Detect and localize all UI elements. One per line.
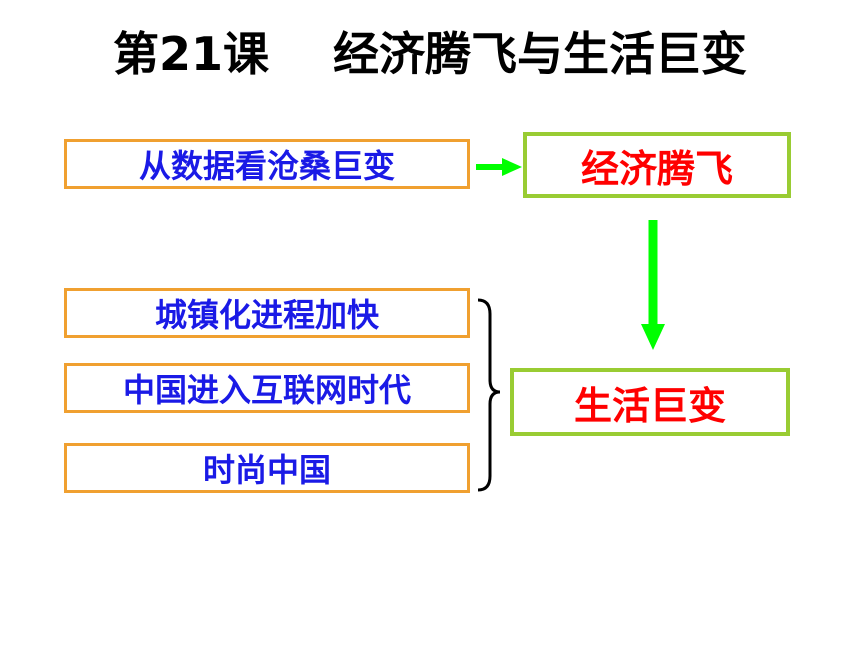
item-box-internet: 中国进入互联网时代 [64,363,470,413]
economy-box: 经济腾飞 [523,132,791,198]
item-label-fashion: 时尚中国 [202,451,331,489]
economy-box-label: 经济腾飞 [580,146,733,191]
source-box-label: 从数据看沧桑巨变 [138,147,395,185]
life-box-label: 生活巨变 [573,383,726,428]
item-box-urbanization: 城镇化进程加快 [64,288,470,338]
source-box: 从数据看沧桑巨变 [64,139,470,189]
page-title: 第21课 经济腾飞与生活巨变 [112,27,748,81]
item-label-internet: 中国进入互联网时代 [122,371,411,409]
item-box-fashion: 时尚中国 [64,443,470,493]
down-arrow-icon [641,220,665,350]
life-box: 生活巨变 [510,368,790,436]
right-arrow-icon [476,158,522,176]
right-brace-icon [477,298,501,492]
item-label-urbanization: 城镇化进程加快 [154,296,379,334]
